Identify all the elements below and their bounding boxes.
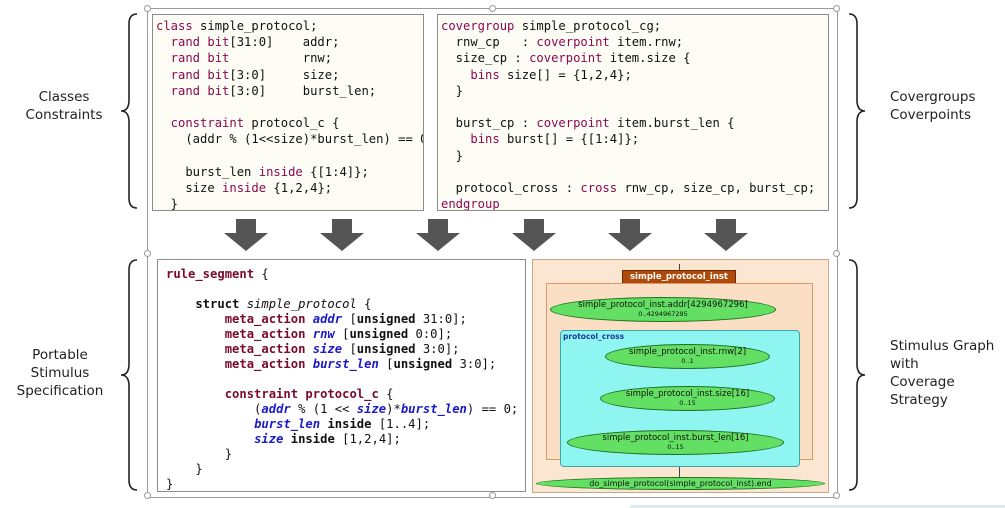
down-arrow-icon (608, 219, 652, 251)
down-arrow-icon (704, 219, 748, 251)
size-node[interactable]: simple_protocol_inst.size[16] 0..15 (600, 386, 775, 411)
down-arrow-icon (320, 219, 364, 251)
stimulus-graph-label: Stimulus Graph with Coverage Strategy (890, 338, 995, 408)
resize-handle[interactable] (144, 250, 151, 257)
right-brace-top (848, 13, 866, 209)
instance-node[interactable]: simple_protocol_inst (622, 270, 736, 284)
classes-constraints-label: Classes Constraints (25, 89, 103, 123)
resize-handle[interactable] (144, 5, 151, 12)
down-arrow-icon (416, 219, 460, 251)
down-arrow-icon (512, 219, 556, 251)
class-code-box: class simple_protocol; rand bit[31:0] ad… (152, 14, 424, 211)
down-arrow-icon (224, 219, 268, 251)
stimulus-graph: simple_protocol_inst simple_protocol_ins… (532, 259, 829, 493)
rnw-node[interactable]: simple_protocol_inst.rnw[2] 0..1 (605, 344, 770, 369)
left-brace-bottom (120, 259, 138, 491)
addr-node[interactable]: simple_protocol_inst.addr[4294967296] 0.… (550, 297, 776, 322)
resize-handle[interactable] (489, 492, 496, 499)
covergroups-coverpoints-label: Covergroups Coverpoints (890, 89, 976, 123)
portable-stimulus-label: Portable Stimulus Specification (16, 347, 104, 399)
burst-len-node[interactable]: simple_protocol_inst.burst_len[16] 0..15 (567, 430, 784, 455)
resize-handle[interactable] (489, 5, 496, 12)
cross-label: protocol_cross (563, 332, 625, 341)
scroll-band (630, 505, 1005, 508)
resize-handle[interactable] (833, 250, 840, 257)
left-brace-top (120, 13, 138, 209)
right-brace-bottom (848, 259, 866, 491)
resize-handle[interactable] (833, 5, 840, 12)
resize-handle[interactable] (144, 492, 151, 499)
covergroup-code-box: covergroup simple_protocol_cg; rnw_cp : … (437, 14, 829, 211)
end-node[interactable]: do_simple_protocol(simple_protocol_inst)… (536, 477, 825, 490)
pss-code-box: rule_segment { struct simple_protocol { … (157, 259, 526, 492)
resize-handle[interactable] (833, 492, 840, 499)
